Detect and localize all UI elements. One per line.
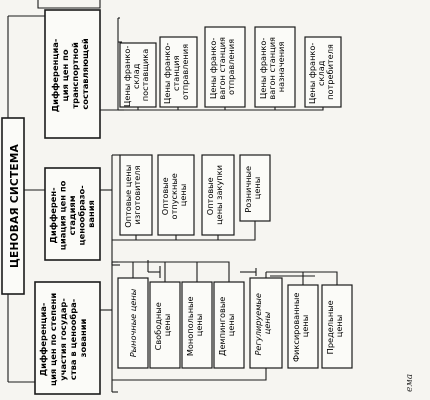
regulated-leaf-links [112, 271, 338, 381]
branch-market-label: Рыночные цены [128, 288, 138, 357]
market-leaf-links [112, 261, 230, 282]
leaf-monopol-box [181, 281, 213, 369]
leaf-franco-sklad-post: Цены франко- склад поставщика [122, 43, 150, 107]
group-state-title: Дифференциа- ция цен по степени участия … [38, 290, 88, 386]
leaf-opt-izgot: Оптовые цены изготовителя [123, 162, 142, 228]
leaf-franco-vagon-naz-box [254, 26, 296, 108]
group-transport-title: Дифференциа- ция цен по транспортной сос… [50, 36, 90, 113]
transport-leaf-links [118, 107, 324, 111]
leaf-franco-sklad-potr: Цены франко- склад потребителя [307, 40, 335, 104]
leaf-fiksir-box [287, 284, 319, 369]
top-fragment-box [37, 0, 101, 9]
root-label: ЦЕНОВАЯ СИСТЕМА [9, 143, 21, 268]
leaf-svobod: Свободные цены [153, 300, 172, 351]
leaf-opt-otpusk: Оптовые отпускные цены [160, 171, 188, 220]
leaf-predel-box [321, 284, 353, 369]
leaf-franco-vagon-otpr: Цены франко- вагон станция отправления [208, 34, 236, 99]
root-node: ЦЕНОВАЯ СИСТЕМА [1, 117, 25, 295]
stages-leaves: Оптовые цены изготовителя Оптовые отпуск… [112, 154, 271, 241]
leaf-franco-stanc-otpr-box [159, 36, 198, 108]
group-transport-box [44, 9, 101, 139]
transport-leaves: Цены франко- склад поставщика Цены франк… [118, 26, 342, 111]
leaf-fiksir: Фиксированные цены [291, 290, 310, 362]
root-box [1, 117, 25, 295]
leaf-opt-zakupki: Оптовые цены закупки [205, 165, 224, 225]
leaf-demping: Демпинговые цены [217, 294, 236, 356]
figure-caption-fragment: ема [405, 374, 415, 392]
group-state: Дифференциа- ция цен по степени участия … [34, 281, 101, 395]
leaf-franco-sklad-potr-box [304, 36, 342, 108]
leaf-svobod-box [149, 281, 181, 369]
leaf-monopol: Монопольные цены [185, 294, 204, 356]
leaf-opt-otpusk-box [157, 154, 195, 236]
leaf-roznich: Розничные цены [243, 163, 262, 212]
branch-regulated-label: Регулируемые цены [253, 290, 272, 355]
leaf-opt-zakupki-box [201, 154, 235, 236]
group-state-box [34, 281, 101, 395]
group-stages-title: Дифферен- циация цен по стадиям ценообра… [48, 178, 96, 250]
state-branches: Рыночные цены Свободные цены Монопольные… [112, 261, 353, 381]
leaf-predel: Предельные цены [325, 298, 344, 355]
leaf-franco-stanc-otpr: Цены франко- станция отправления [162, 40, 190, 104]
leaf-franco-vagon-naz: Цены франко- вагон станция назначения [258, 34, 286, 99]
group-stages-box [44, 167, 101, 261]
leaf-demping-box [213, 281, 245, 369]
leaf-opt-izgot-box [119, 154, 153, 236]
leaf-franco-vagon-otpr-box [204, 26, 246, 108]
stages-leaf-links [112, 221, 256, 241]
group-transport: Дифференциа- ция цен по транспортной сос… [44, 9, 101, 139]
group-stages: Дифферен- циация цен по стадиям ценообра… [44, 167, 101, 261]
